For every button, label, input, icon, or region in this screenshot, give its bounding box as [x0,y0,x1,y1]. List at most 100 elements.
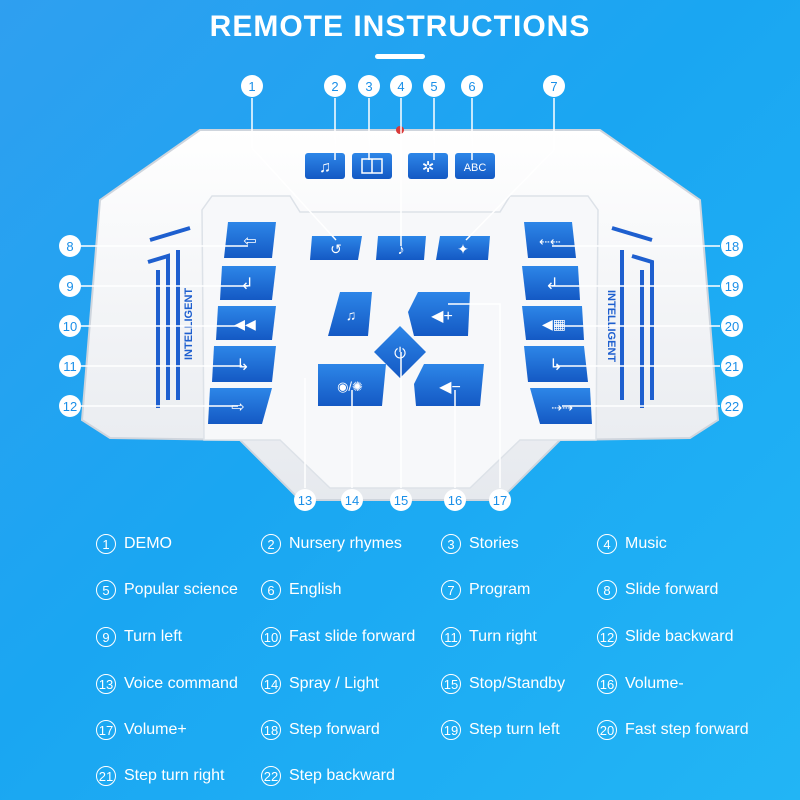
legend-label: Slide forward [625,581,719,598]
callout-20: 20 [721,315,743,337]
svg-text:9: 9 [66,279,73,294]
button-spray-light[interactable]: ◉/✺ [318,364,386,406]
legend-number: 4 [597,534,617,554]
legend-item: 3 Stories [441,534,519,554]
legend-number: 15 [441,674,461,694]
callout-16: 16 [444,489,466,511]
title-underline [375,54,425,59]
legend-number: 3 [441,534,461,554]
legend-number: 7 [441,580,461,600]
svg-text:⏻: ⏻ [394,345,406,362]
callout-12: 12 [59,395,81,417]
legend-number: 17 [96,720,116,740]
svg-text:7: 7 [550,79,557,94]
button-voice-command[interactable]: ♫ [328,292,372,336]
legend-label: Program [469,581,531,598]
button-slide-backward[interactable]: ⇨ [208,388,272,424]
svg-text:6: 6 [468,79,475,94]
legend-number: 21 [96,766,116,786]
legend-label: Stories [469,535,519,552]
callout-17: 17 [489,489,511,511]
callout-6: 6 [461,75,483,97]
button-fast-slide-forward[interactable]: ◀◀ [216,306,276,340]
svg-text:✲: ✲ [422,159,435,176]
legend-number: 6 [261,580,281,600]
svg-text:4: 4 [397,79,404,94]
button-popular-science[interactable]: ✲ [408,153,448,179]
callout-2: 2 [324,75,346,97]
button-slide-forward[interactable]: ⇦ [224,222,276,258]
button-demo[interactable]: ↺ [310,236,362,260]
callout-8: 8 [59,235,81,257]
button-volume-minus[interactable]: ◀− [414,364,484,406]
callout-15: 15 [390,489,412,511]
legend-label: Turn left [124,628,183,645]
legend-number: 14 [261,674,281,694]
svg-text:13: 13 [298,493,312,508]
callout-lines [80,98,720,488]
legend-number: 1 [96,534,116,554]
button-volume-plus[interactable]: ◀+ [408,292,470,336]
button-stop-standby[interactable]: ⏻ [374,326,426,378]
svg-text:17: 17 [493,493,507,508]
button-english[interactable]: ABC [455,153,495,179]
legend-label: Voice command [124,675,238,692]
callout-9: 9 [59,275,81,297]
legend-number: 11 [441,627,461,647]
legend-label: Popular science [124,581,238,598]
svg-text:⇦: ⇦ [243,233,256,250]
svg-text:⇨: ⇨ [231,399,244,416]
legend-label: Step backward [289,767,395,784]
svg-text:20: 20 [725,319,739,334]
button-nursery-rhymes[interactable]: ♫ [305,153,345,179]
legend-label: Step turn left [469,721,560,738]
legend-item: 7 Program [441,580,530,600]
button-step-turn-right[interactable]: ↳ [524,346,588,382]
button-step-forward[interactable]: ⇠⇠ [524,222,576,258]
legend-number: 5 [96,580,116,600]
button-step-backward[interactable]: ⇢⇢ [530,388,592,424]
svg-text:18: 18 [725,239,739,254]
button-program[interactable]: ✦ [436,236,490,260]
legend-number: 22 [261,766,281,786]
button-turn-left[interactable]: ↲ [220,266,276,300]
legend-label: Nursery rhymes [289,535,402,552]
callout-1: 1 [241,75,263,97]
callout-3: 3 [358,75,380,97]
legend-number: 16 [597,674,617,694]
svg-text:1: 1 [248,79,255,94]
legend-number: 10 [261,627,281,647]
callout-7: 7 [543,75,565,97]
svg-text:◉/✺: ◉/✺ [337,379,363,394]
svg-text:◀+: ◀+ [431,308,453,325]
legend-number: 19 [441,720,461,740]
svg-text:2: 2 [331,79,338,94]
button-stories[interactable] [352,153,392,179]
legend-number: 20 [597,720,617,740]
legend-label: DEMO [124,535,172,552]
svg-text:16: 16 [448,493,462,508]
svg-text:↺: ↺ [330,241,342,257]
svg-text:♫: ♫ [319,159,331,176]
svg-text:♫: ♫ [346,307,357,323]
button-music[interactable]: ♪ [376,236,426,260]
callout-11: 11 [59,355,81,377]
callout-4: 4 [390,75,412,97]
callout-22: 22 [721,395,743,417]
indicator-light [396,126,404,134]
button-fast-step-forward[interactable]: ◀▦ [522,306,584,340]
button-turn-right[interactable]: ↳ [212,346,276,382]
svg-text:⇢⇢: ⇢⇢ [551,400,573,415]
button-step-turn-left[interactable]: ↲ [522,266,580,300]
callout-numbers: 1 2 3 4 5 6 7 8 9 10 11 12 18 19 20 21 2… [59,75,743,511]
svg-text:21: 21 [725,359,739,374]
callout-13: 13 [294,489,316,511]
